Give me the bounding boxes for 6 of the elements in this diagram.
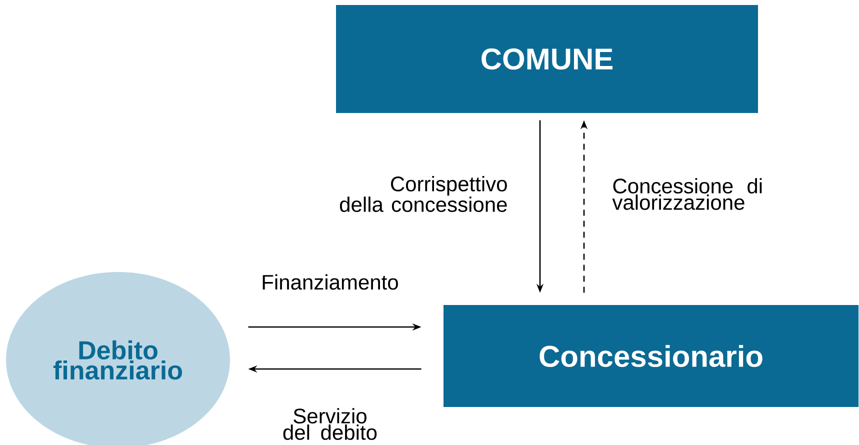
node-box: COMUNE: [336, 5, 758, 113]
edge-label: Servizio del debito: [283, 408, 377, 440]
node-box: Concessionario: [444, 305, 858, 407]
edge-label: Finanziamento: [262, 274, 398, 290]
edge-label: Concessione di valorizzazione: [612, 178, 762, 210]
edge-label: Corrispettivo della concessione: [340, 176, 507, 212]
